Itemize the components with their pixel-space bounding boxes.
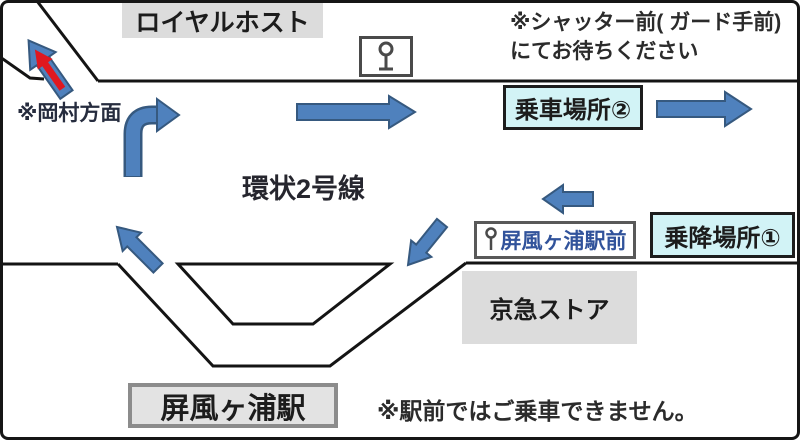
shutter-wait-note-line1: ※シャッター前( ガード手前) (510, 11, 782, 34)
arrow-west-busstop (541, 183, 594, 215)
busstop-ekimae-text: 屏風ヶ浦駅前 (500, 230, 627, 253)
ring-road-name-label: 環状2号線 (242, 167, 365, 206)
no-boarding-note-text: ※駅前ではご乗車できません。 (377, 398, 698, 424)
arrow-east-far-right (656, 90, 753, 128)
no-boarding-note: ※駅前ではご乗車できません。 (377, 392, 698, 426)
keikyu-store-text: 京急ストア (489, 297, 610, 324)
station-name-box: 屏風ヶ浦駅 (128, 383, 338, 428)
arrow-turn-right-elbow (123, 97, 181, 177)
arrow-loop-enter-down-left (406, 217, 449, 267)
road-station-loop-outer (116, 261, 467, 368)
alighting-point-1-text: 乗降場所① (664, 224, 781, 252)
arrow-okamura-up-left (27, 38, 74, 101)
boarding-point-2-text: 乗車場所② (514, 97, 632, 124)
okamura-direction-text: ※岡村方面 (17, 102, 122, 125)
shutter-wait-note: ※シャッター前( ガード手前) にてお待ちください (510, 8, 781, 66)
bus-stop-icon (378, 41, 394, 70)
busstop-ekimae-sign: 屏風ヶ浦駅前 (474, 221, 636, 259)
station-name-text: 屏風ヶ浦駅 (160, 392, 306, 425)
okamura-direction-label: ※岡村方面 (17, 97, 121, 127)
bus-stop-icon (484, 227, 497, 250)
alighting-point-1-label: 乗降場所① (650, 212, 795, 258)
boarding-point-2-label: 乗車場所② (503, 85, 643, 130)
arrow-east-middle (296, 94, 417, 130)
bus-stop-marker-box (359, 36, 413, 77)
road-okamura-right-edge (36, 3, 100, 82)
road-okamura-left-edge (3, 57, 45, 81)
royal-host-label: ロイヤルホスト (122, 3, 323, 38)
shutter-wait-note-line2: にてお待ちください (510, 40, 699, 63)
ring-road-name-text: 環状2号線 (242, 174, 366, 204)
keikyu-store-label: 京急ストア (462, 271, 637, 344)
royal-host-text: ロイヤルホスト (135, 8, 310, 37)
road-station-loop-island (174, 262, 395, 326)
arrow-loop-exit-up-left (115, 225, 165, 275)
arrow-red-core (34, 49, 66, 91)
